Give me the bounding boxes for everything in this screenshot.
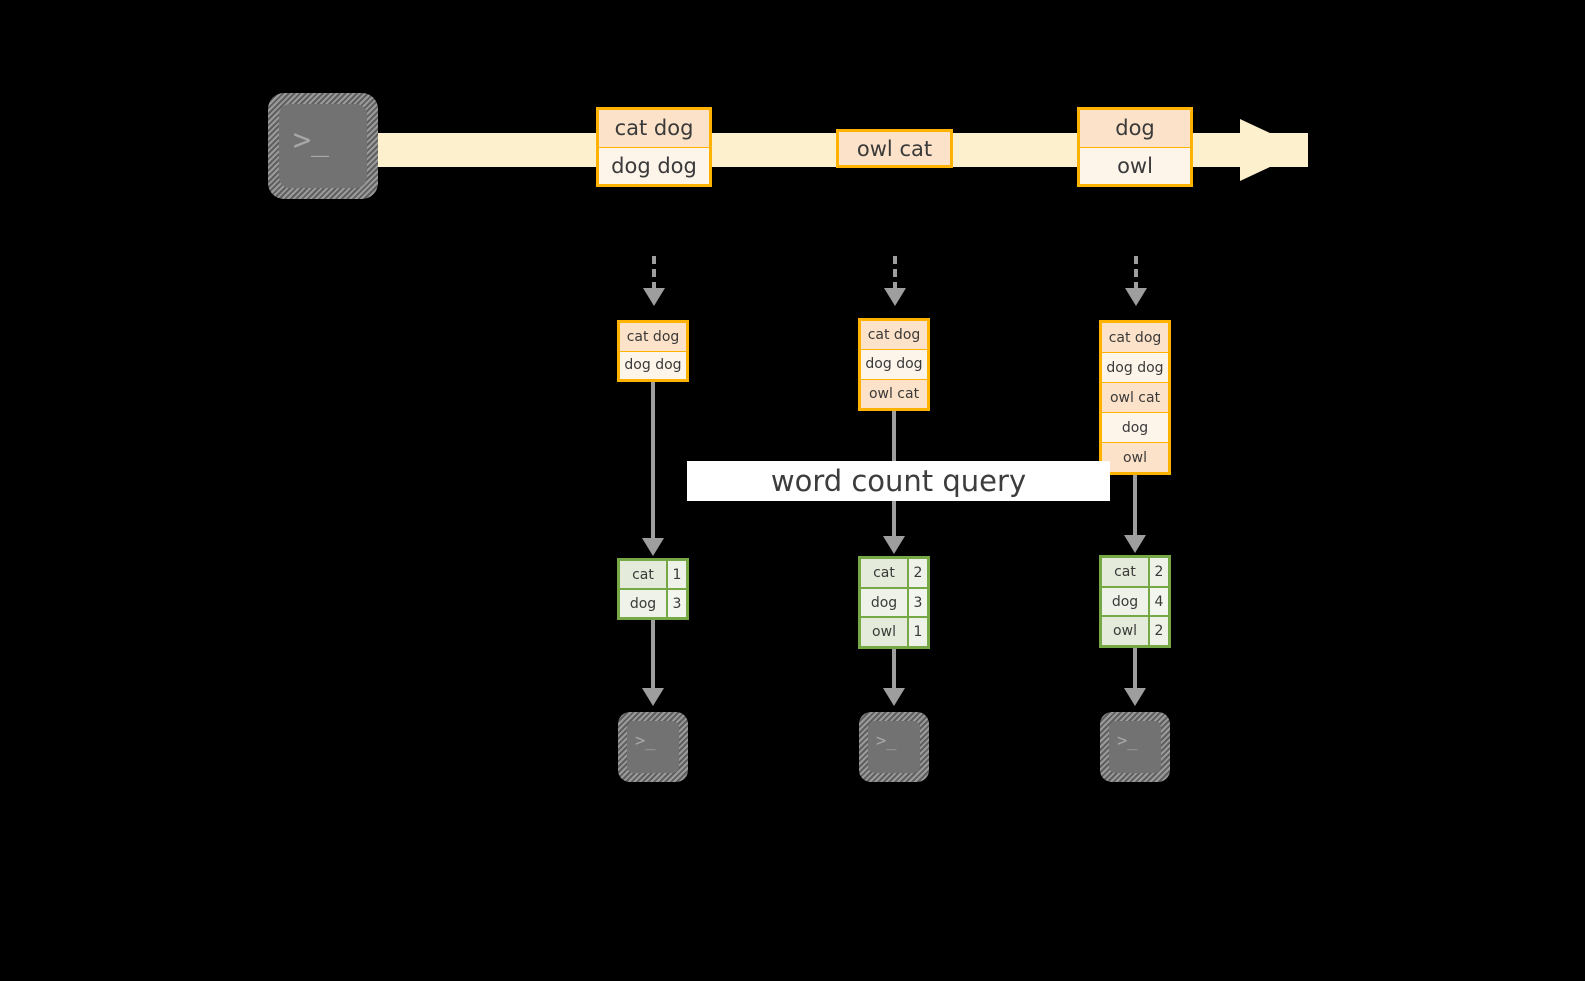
query-banner-label: word count query xyxy=(770,464,1027,498)
stream-event-1[interactable]: cat dog dog dog xyxy=(596,107,712,187)
result-word: dog xyxy=(1102,587,1148,616)
result-row: dog 3 xyxy=(861,586,927,617)
result-word: dog xyxy=(861,588,907,617)
sink-connector-2-head xyxy=(883,688,905,706)
stream-event-2[interactable]: owl cat xyxy=(836,129,953,168)
stream-event-line: dog dog xyxy=(599,146,709,184)
stream-event-3[interactable]: dog owl xyxy=(1077,107,1193,187)
terminal-prompt-glyph: >_ xyxy=(1117,731,1138,751)
buffer-line: cat dog xyxy=(861,321,927,350)
sink-terminal-icon-3: >_ xyxy=(1100,712,1170,782)
result-count: 2 xyxy=(1148,617,1168,646)
buffer-line: owl xyxy=(1102,442,1168,472)
result-word: cat xyxy=(620,561,666,588)
result-table-2[interactable]: cat 2 dog 3 owl 1 xyxy=(858,556,930,649)
dashed-connector-2-head xyxy=(884,288,906,306)
buffer-stack-2[interactable]: cat dog dog dog owl cat xyxy=(858,318,930,411)
result-count: 2 xyxy=(907,559,927,587)
dashed-connector-3 xyxy=(1134,256,1138,290)
terminal-screen: >_ xyxy=(1109,721,1161,773)
terminal-screen: >_ xyxy=(279,104,367,188)
query-connector-1-head xyxy=(642,538,664,556)
dashed-connector-1 xyxy=(652,256,656,290)
result-row: dog 3 xyxy=(620,588,686,617)
result-count: 2 xyxy=(1148,558,1168,586)
result-table-1[interactable]: cat 1 dog 3 xyxy=(617,558,689,620)
query-connector-3 xyxy=(1133,475,1137,539)
result-row: cat 2 xyxy=(861,559,927,587)
buffer-stack-3[interactable]: cat dog dog dog owl cat dog owl xyxy=(1099,320,1171,475)
buffer-line: owl cat xyxy=(1102,382,1168,412)
result-count: 4 xyxy=(1148,587,1168,616)
dashed-connector-1-head xyxy=(643,288,665,306)
buffer-stack-1[interactable]: cat dog dog dog xyxy=(617,320,689,382)
sink-connector-1 xyxy=(651,620,655,692)
dashed-connector-2 xyxy=(893,256,897,290)
buffer-line: dog dog xyxy=(861,349,927,379)
result-row: cat 1 xyxy=(620,561,686,588)
terminal-screen: >_ xyxy=(627,721,679,773)
dashed-connector-3-head xyxy=(1125,288,1147,306)
result-row: owl 1 xyxy=(861,616,927,647)
buffer-line: cat dog xyxy=(620,323,686,351)
sink-connector-1-head xyxy=(642,688,664,706)
sink-connector-3 xyxy=(1133,648,1137,692)
stream-event-line: owl xyxy=(1080,146,1190,184)
stream-event-line: owl cat xyxy=(839,132,950,165)
sink-connector-2 xyxy=(892,649,896,692)
query-banner: word count query xyxy=(687,461,1110,501)
stream-arrowhead xyxy=(1240,119,1306,181)
terminal-prompt-glyph: >_ xyxy=(293,123,330,158)
result-word: owl xyxy=(1102,617,1148,646)
stream-event-line: dog xyxy=(1080,110,1190,147)
terminal-prompt-glyph: >_ xyxy=(635,731,656,751)
result-count: 1 xyxy=(907,618,927,647)
terminal-screen: >_ xyxy=(868,721,920,773)
buffer-line: dog xyxy=(1102,412,1168,442)
terminal-prompt-glyph: >_ xyxy=(876,731,897,751)
result-count: 1 xyxy=(666,561,686,588)
result-table-3[interactable]: cat 2 dog 4 owl 2 xyxy=(1099,555,1171,648)
result-row: cat 2 xyxy=(1102,558,1168,586)
result-row: dog 4 xyxy=(1102,585,1168,616)
sink-terminal-icon-2: >_ xyxy=(859,712,929,782)
result-word: cat xyxy=(861,559,907,587)
query-connector-2-head xyxy=(883,536,905,554)
buffer-line: cat dog xyxy=(1102,323,1168,352)
sink-terminal-icon-1: >_ xyxy=(618,712,688,782)
query-connector-3-head xyxy=(1124,535,1146,553)
source-terminal-icon: >_ xyxy=(268,93,378,199)
buffer-line: dog dog xyxy=(1102,352,1168,382)
stream-event-line: cat dog xyxy=(599,110,709,147)
buffer-line: owl cat xyxy=(861,378,927,408)
result-word: dog xyxy=(620,590,666,617)
result-word: cat xyxy=(1102,558,1148,586)
sink-connector-3-head xyxy=(1124,688,1146,706)
buffer-line: dog dog xyxy=(620,350,686,379)
result-word: owl xyxy=(861,618,907,647)
result-count: 3 xyxy=(907,588,927,617)
result-row: owl 2 xyxy=(1102,615,1168,646)
result-count: 3 xyxy=(666,590,686,617)
query-connector-1 xyxy=(651,382,655,542)
